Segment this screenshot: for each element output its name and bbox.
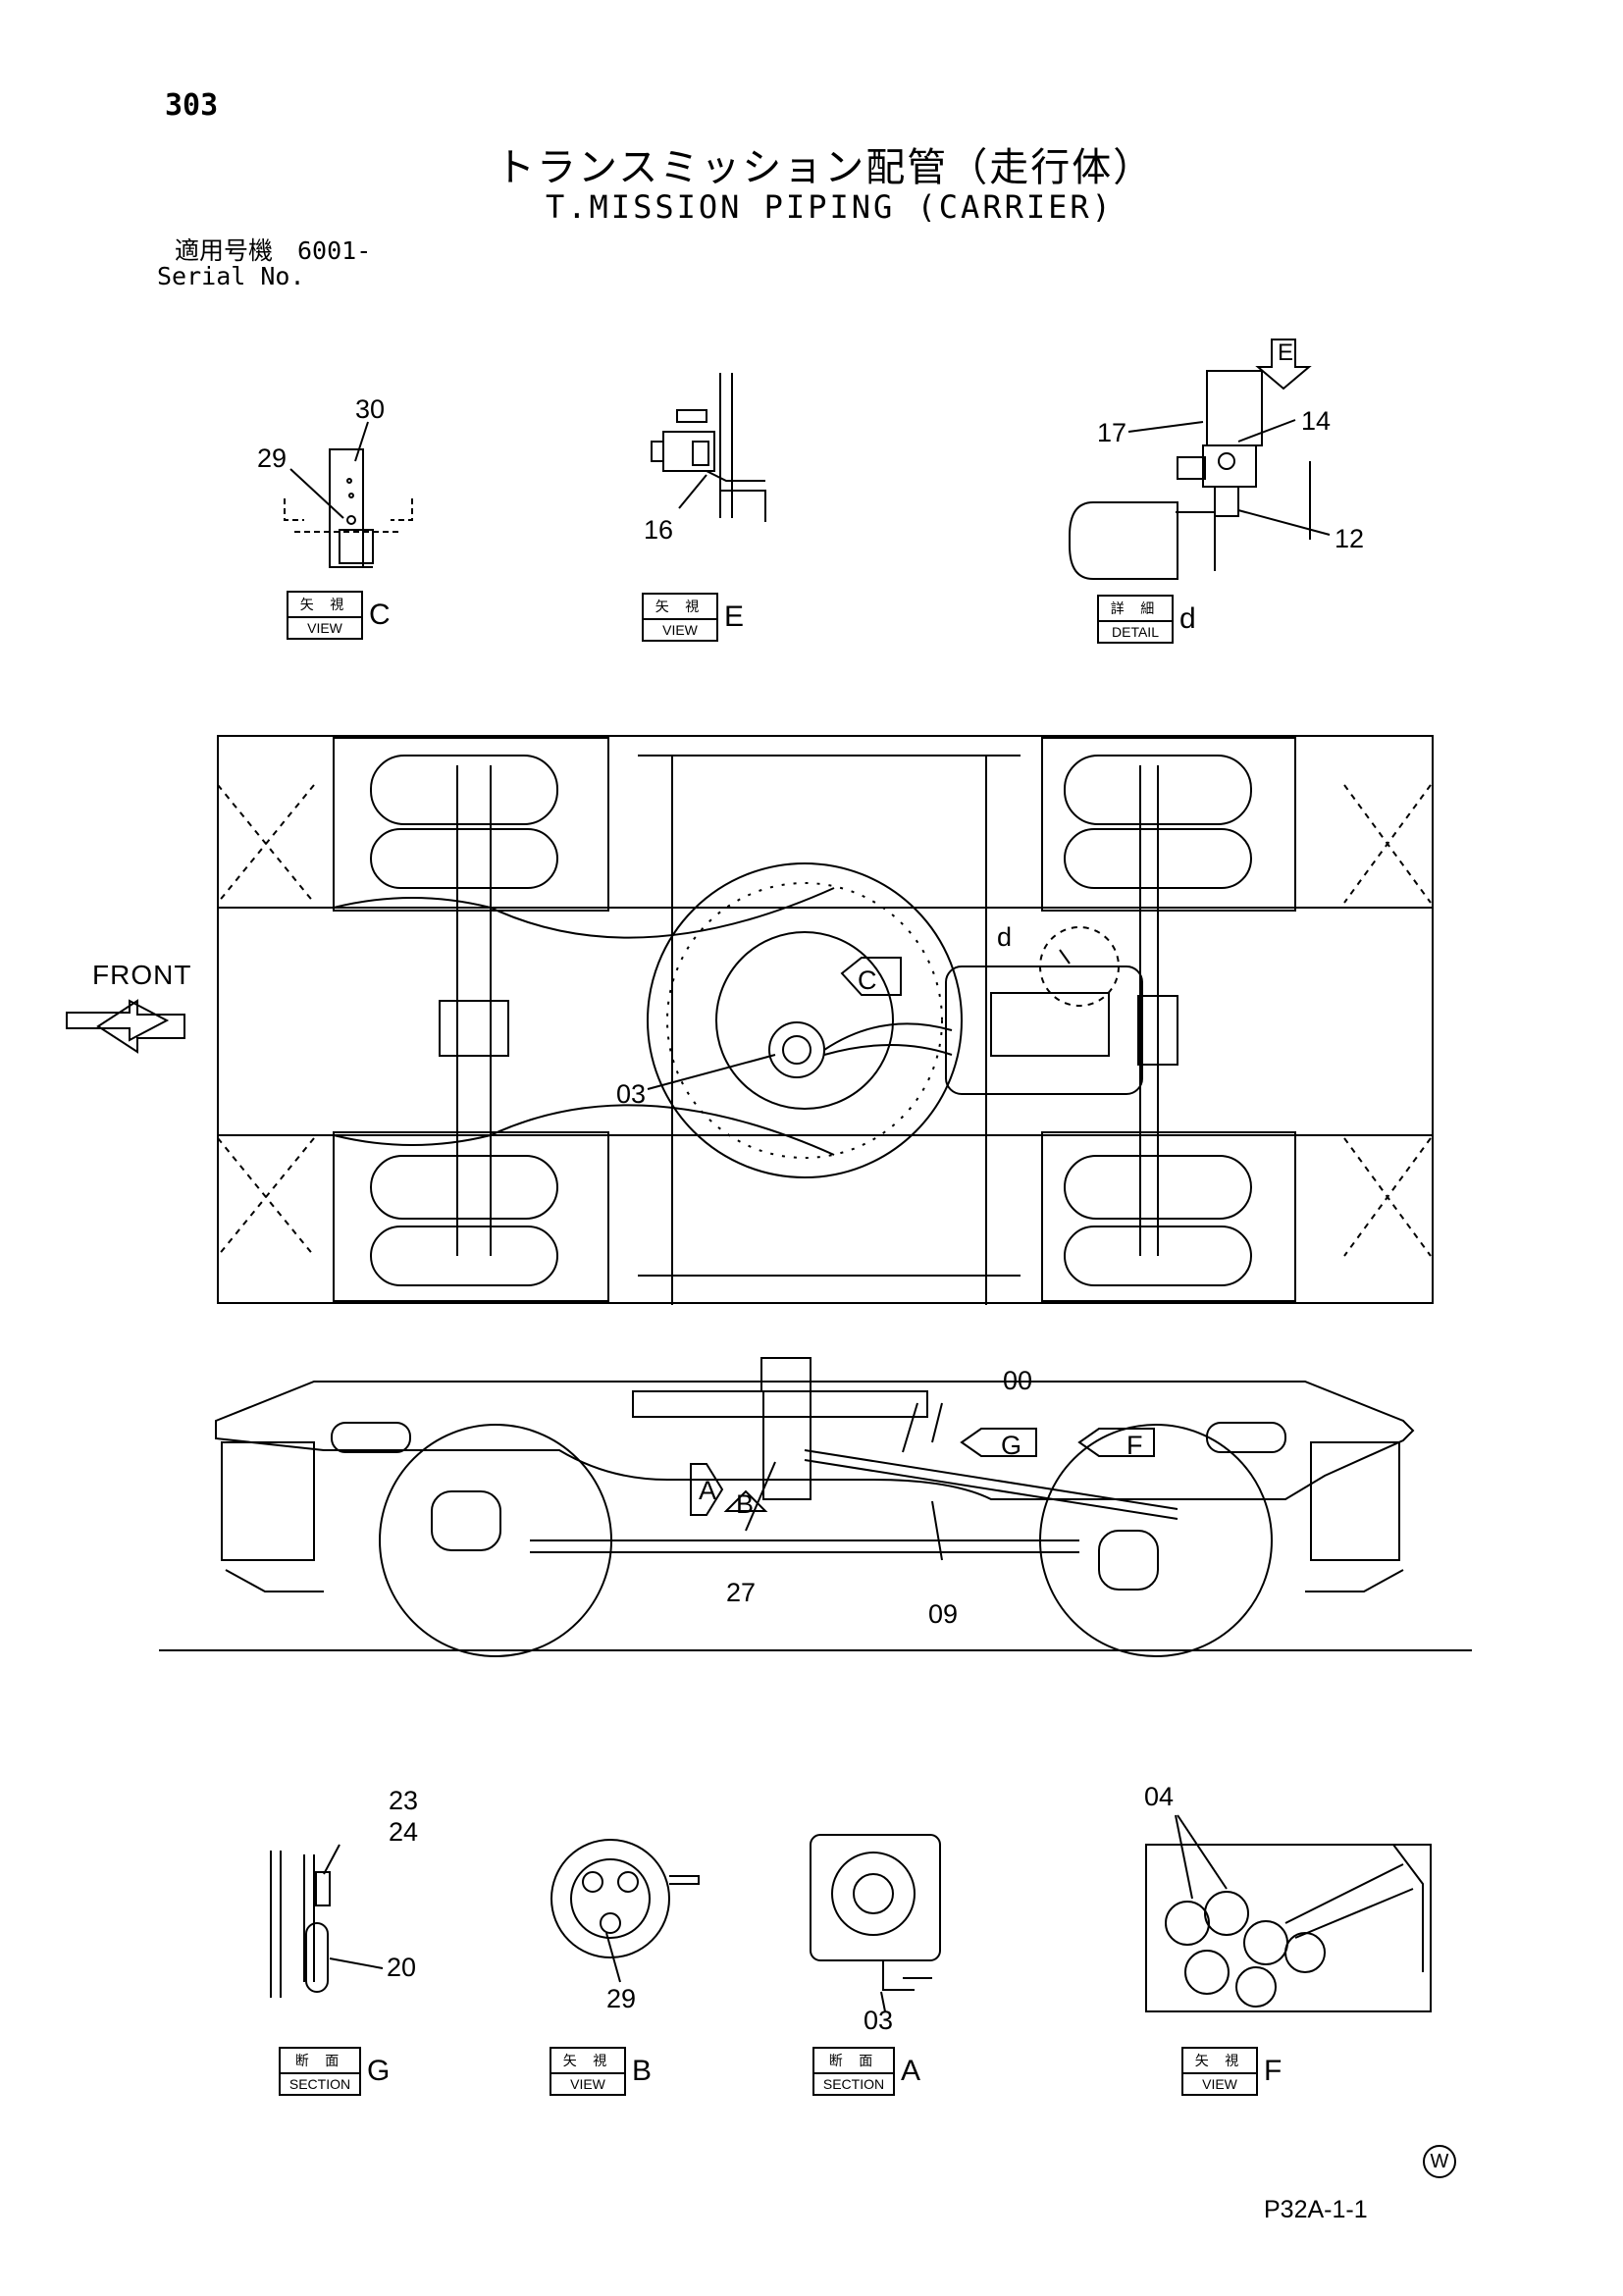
view-b-drawing [550, 1839, 700, 1983]
view-f-marker: F [1126, 1431, 1143, 1460]
view-e-drawing [651, 373, 766, 522]
section-a-marker: A [699, 1476, 717, 1505]
callout-29-b: 29 [606, 1984, 637, 2013]
view-e-flag: E [1278, 339, 1294, 366]
section-g-drawing [270, 1844, 384, 1998]
callout-20: 20 [387, 1953, 417, 1982]
view-b-marker: B [736, 1489, 755, 1519]
callout-17: 17 [1097, 418, 1127, 447]
callout-27: 27 [726, 1578, 757, 1607]
page-number: 303 [165, 88, 219, 123]
watermark-w-icon: W [1423, 2145, 1456, 2178]
callout-12: 12 [1335, 524, 1365, 553]
chassis-side-view [159, 1357, 1472, 1657]
callout-30: 30 [355, 394, 386, 424]
callout-23: 23 [389, 1786, 419, 1815]
callout-d: d [997, 922, 1013, 952]
view-c-drawing [284, 421, 413, 568]
callout-03: 03 [616, 1079, 647, 1109]
watermark-w-letter: W [1430, 2151, 1449, 2172]
title-english: T.MISSION PIPING (CARRIER) [546, 188, 1114, 226]
detail-d-drawing [1069, 339, 1331, 580]
callout-09: 09 [928, 1599, 959, 1629]
callout-29: 29 [257, 444, 288, 473]
title-japanese: トランスミッション配管（走行体） [496, 145, 1155, 190]
callout-14: 14 [1301, 406, 1332, 436]
callout-16: 16 [644, 515, 674, 545]
chassis-top-view [66, 735, 1434, 1305]
view-f-drawing [1145, 1814, 1432, 2012]
callout-00: 00 [1003, 1366, 1033, 1395]
front-label: FRONT [92, 960, 192, 990]
callout-04: 04 [1144, 1782, 1175, 1811]
drawing-code: P32A-1-1 [1264, 2196, 1368, 2223]
serial-label: Serial No. [157, 262, 305, 290]
callout-03-b: 03 [864, 2006, 894, 2035]
callout-c: C [858, 965, 877, 995]
section-g-marker: G [1001, 1431, 1022, 1460]
callout-24: 24 [389, 1817, 419, 1847]
section-a-drawing [810, 1834, 941, 2012]
serial-applicable: 適用号機 6001- [175, 236, 372, 265]
